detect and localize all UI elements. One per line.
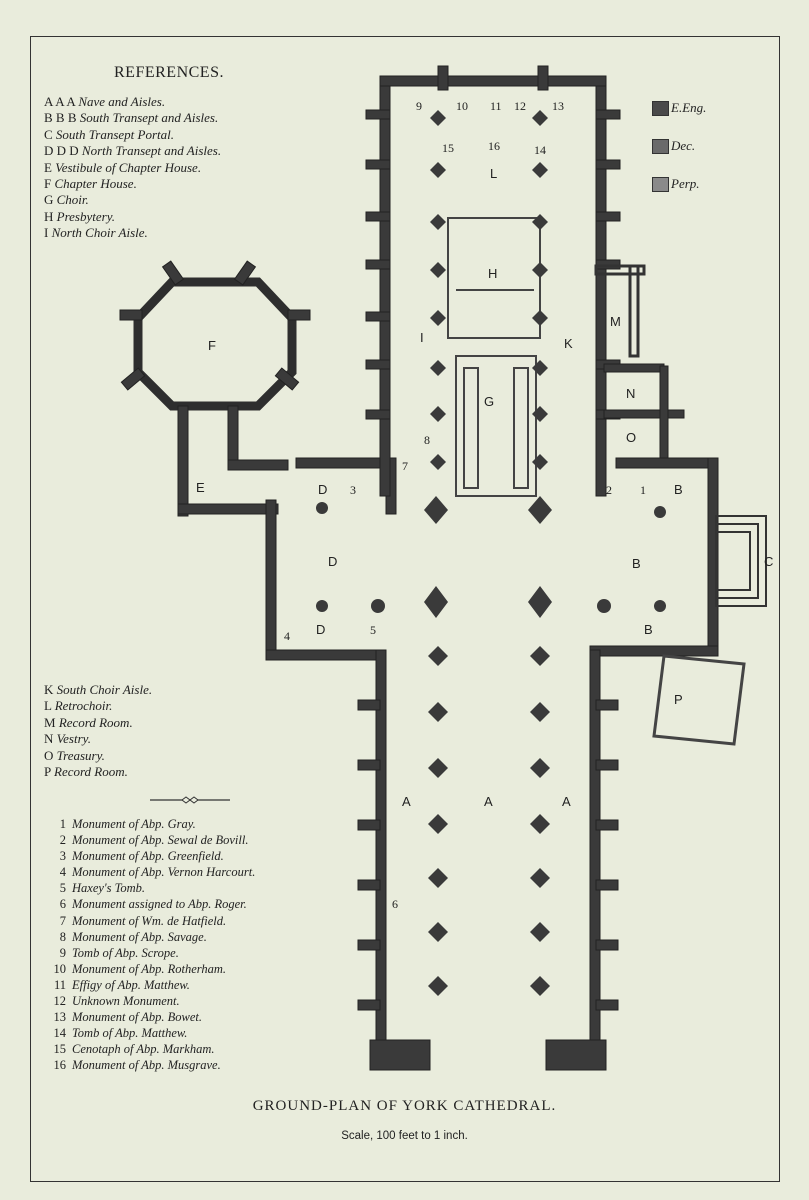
plate-caption: GROUND-PLAN OF YORK CATHEDRAL. (252, 1098, 557, 1114)
legend-item-perpendicular: Perp. (652, 174, 706, 194)
references-list: A A A Nave and Aisles. B B B South Trans… (44, 94, 221, 242)
plan-number: 8 (424, 433, 430, 447)
plan-number: 14 (534, 143, 546, 157)
plan-number: 15 (442, 141, 454, 155)
label-north-transept: D (316, 622, 325, 637)
label-retrochoir: L (490, 166, 497, 181)
legend-swatch (652, 138, 669, 154)
reference-item: C South Transept Portal. (44, 126, 175, 142)
label-south-aisle: K (564, 336, 573, 351)
label-portal: C (764, 554, 773, 569)
reference-item: L Retrochoir. (44, 698, 113, 714)
label-choir: G (484, 394, 494, 409)
plan-number: 16 (488, 139, 500, 153)
ornamental-divider (150, 796, 230, 804)
reference-item: H Presbytery. (44, 208, 116, 224)
reference-item: B B B South Transept and Aisles. (44, 110, 219, 126)
label-record-room: M (610, 314, 621, 329)
plan-number: 7 (402, 459, 408, 473)
reference-item: D D D North Transept and Aisles. (44, 143, 222, 159)
label-nave: A (484, 794, 493, 809)
reference-item: O Treasury. (44, 747, 105, 763)
plan-number: 11 (490, 99, 502, 113)
references-list-2: K South Choir Aisle. L Retrochoir. M Rec… (44, 682, 152, 780)
plan-number: 10 (456, 99, 468, 113)
label-south-transept: B (674, 482, 683, 497)
label-nave: A (562, 794, 571, 809)
reference-item: M Record Room. (44, 714, 133, 730)
label-north-transept: D (328, 554, 337, 569)
label-record-room-p: P (674, 692, 683, 707)
plate-border (30, 36, 780, 1182)
references-title: REFERENCES. (114, 64, 224, 81)
label-chapter-house: F (208, 338, 216, 353)
plan-number: 6 (392, 897, 398, 911)
period-legend: E.Eng. Dec. Perp. (652, 98, 706, 212)
reference-item: A A A Nave and Aisles. (44, 94, 166, 109)
record-room-p (652, 654, 746, 746)
label-treasury: O (626, 430, 636, 445)
plan-number: 12 (514, 99, 526, 113)
legend-item-decorated: Dec. (652, 136, 706, 156)
plan-number: 4 (284, 629, 290, 643)
plan-number: 5 (370, 623, 376, 637)
reference-item: E Vestibule of Chapter House. (44, 159, 202, 175)
reference-item: I North Choir Aisle. (44, 225, 148, 241)
label-south-transept: B (644, 622, 653, 637)
plan-number: 3 (350, 483, 356, 497)
label-south-transept: B (632, 556, 641, 571)
reference-item: N Vestry. (44, 731, 91, 747)
label-north-aisle: I (420, 330, 424, 345)
legend-swatch (652, 176, 669, 192)
chapter-house-walls (133, 277, 297, 411)
scale-note: Scale, 100 feet to 1 inch. (341, 1130, 468, 1142)
label-vestry: N (626, 386, 635, 401)
reference-item: P Record Room. (44, 764, 128, 780)
label-presbytery: H (488, 266, 497, 281)
label-nave: A (402, 794, 411, 809)
plan-number: 2 (606, 483, 612, 497)
reference-item: F Chapter House. (44, 176, 137, 192)
plan-number: 9 (416, 99, 422, 113)
plan-number: 1 (640, 483, 646, 497)
reference-item: G Choir. (44, 192, 89, 208)
label-north-transept: D (318, 482, 327, 497)
plan-number: 13 (552, 99, 564, 113)
reference-item: K South Choir Aisle. (44, 682, 153, 697)
legend-item-early-english: E.Eng. (652, 98, 706, 118)
legend-swatch (652, 100, 669, 116)
label-vestibule: E (196, 480, 205, 495)
